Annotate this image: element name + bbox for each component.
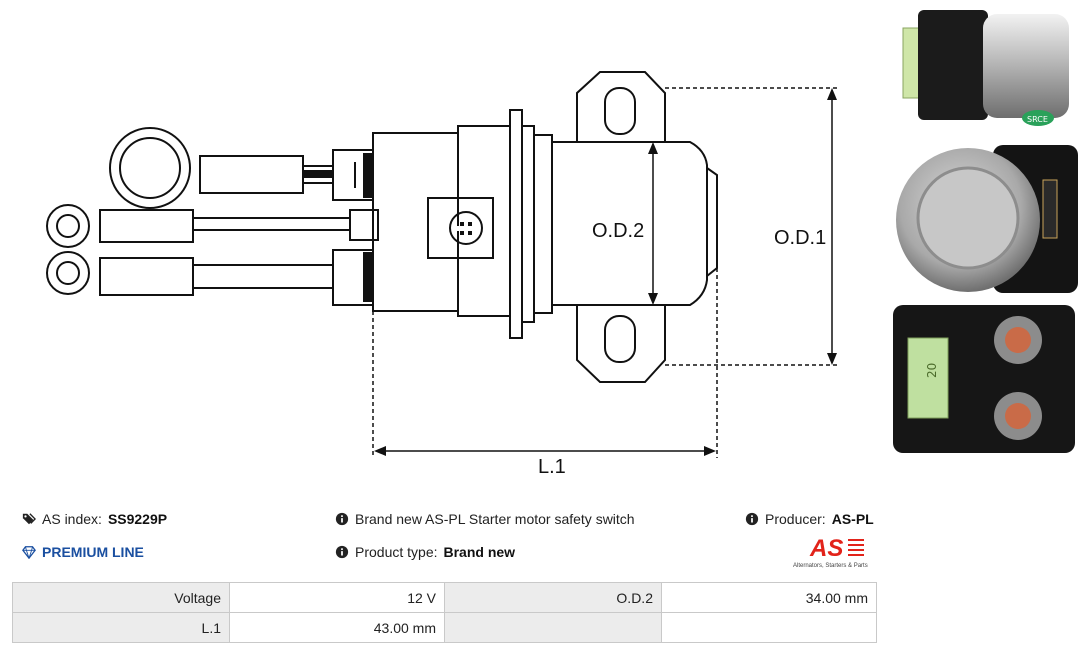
upper-mount-bracket: [576, 71, 666, 142]
product-type: Product type: Brand new: [335, 544, 515, 560]
od1-label: O.D.1: [774, 227, 826, 249]
info-icon: [745, 512, 759, 526]
product-description: Brand new AS-PL Starter motor safety swi…: [335, 511, 635, 527]
od2-label: O.D.2: [592, 220, 644, 242]
producer: Producer: AS-PL: [745, 511, 874, 527]
tags-icon: [22, 513, 36, 525]
spec-label-empty: [444, 612, 662, 643]
producer-value: AS-PL: [831, 511, 874, 527]
big-ring-terminal: [109, 127, 191, 209]
premium-line-badge: PREMIUM LINE: [22, 544, 144, 560]
as-index-value: SS9229P: [107, 511, 168, 527]
solenoid-technical-drawing: O.D.1 O.D.2 L.1: [46, 71, 840, 478]
spec-value-voltage: 12 V: [229, 582, 445, 613]
product-type-label: Product type:: [355, 544, 438, 560]
producer-label: Producer:: [765, 511, 826, 527]
as-index: AS index: SS9229P: [22, 511, 167, 527]
as-pl-logo: AS Alternators, Starters & Parts: [793, 535, 868, 569]
sticker-text: SRCE: [1027, 115, 1048, 124]
spec-value-l1: 43.00 mm: [229, 612, 445, 643]
spec-label-l1: L.1: [12, 612, 230, 643]
l1-label: L.1: [538, 456, 566, 478]
table-row: L.1 43.00 mm: [12, 612, 877, 643]
spec-label-voltage: Voltage: [12, 582, 230, 613]
info-icon: [335, 545, 349, 559]
product-photo-top: [896, 145, 1078, 293]
specifications-table: Voltage 12 V O.D.2 34.00 mm L.1 43.00 mm: [12, 582, 877, 643]
product-photo-side: SRCE: [902, 10, 1069, 126]
description-text: Brand new AS-PL Starter motor safety swi…: [355, 511, 635, 527]
spec-value-od2: 34.00 mm: [661, 582, 877, 613]
logo-mark: AS: [809, 535, 843, 562]
fuse-label: 20: [925, 363, 939, 378]
product-photo-terminals: 20: [893, 305, 1075, 453]
table-row: Voltage 12 V O.D.2 34.00 mm: [12, 582, 877, 613]
diamond-icon: [22, 546, 36, 559]
premium-line-label: PREMIUM LINE: [42, 544, 144, 560]
product-type-value: Brand new: [443, 544, 516, 560]
logo-tagline: Alternators, Starters & Parts: [793, 563, 868, 569]
lower-mount-bracket: [576, 305, 666, 383]
as-index-label: AS index:: [42, 511, 102, 527]
small-ring-terminal-1: [46, 204, 90, 248]
spec-label-od2: O.D.2: [444, 582, 662, 613]
spec-value-empty: [661, 612, 877, 643]
info-icon: [335, 512, 349, 526]
small-ring-terminal-2: [46, 251, 90, 295]
solenoid-body: [551, 141, 708, 306]
